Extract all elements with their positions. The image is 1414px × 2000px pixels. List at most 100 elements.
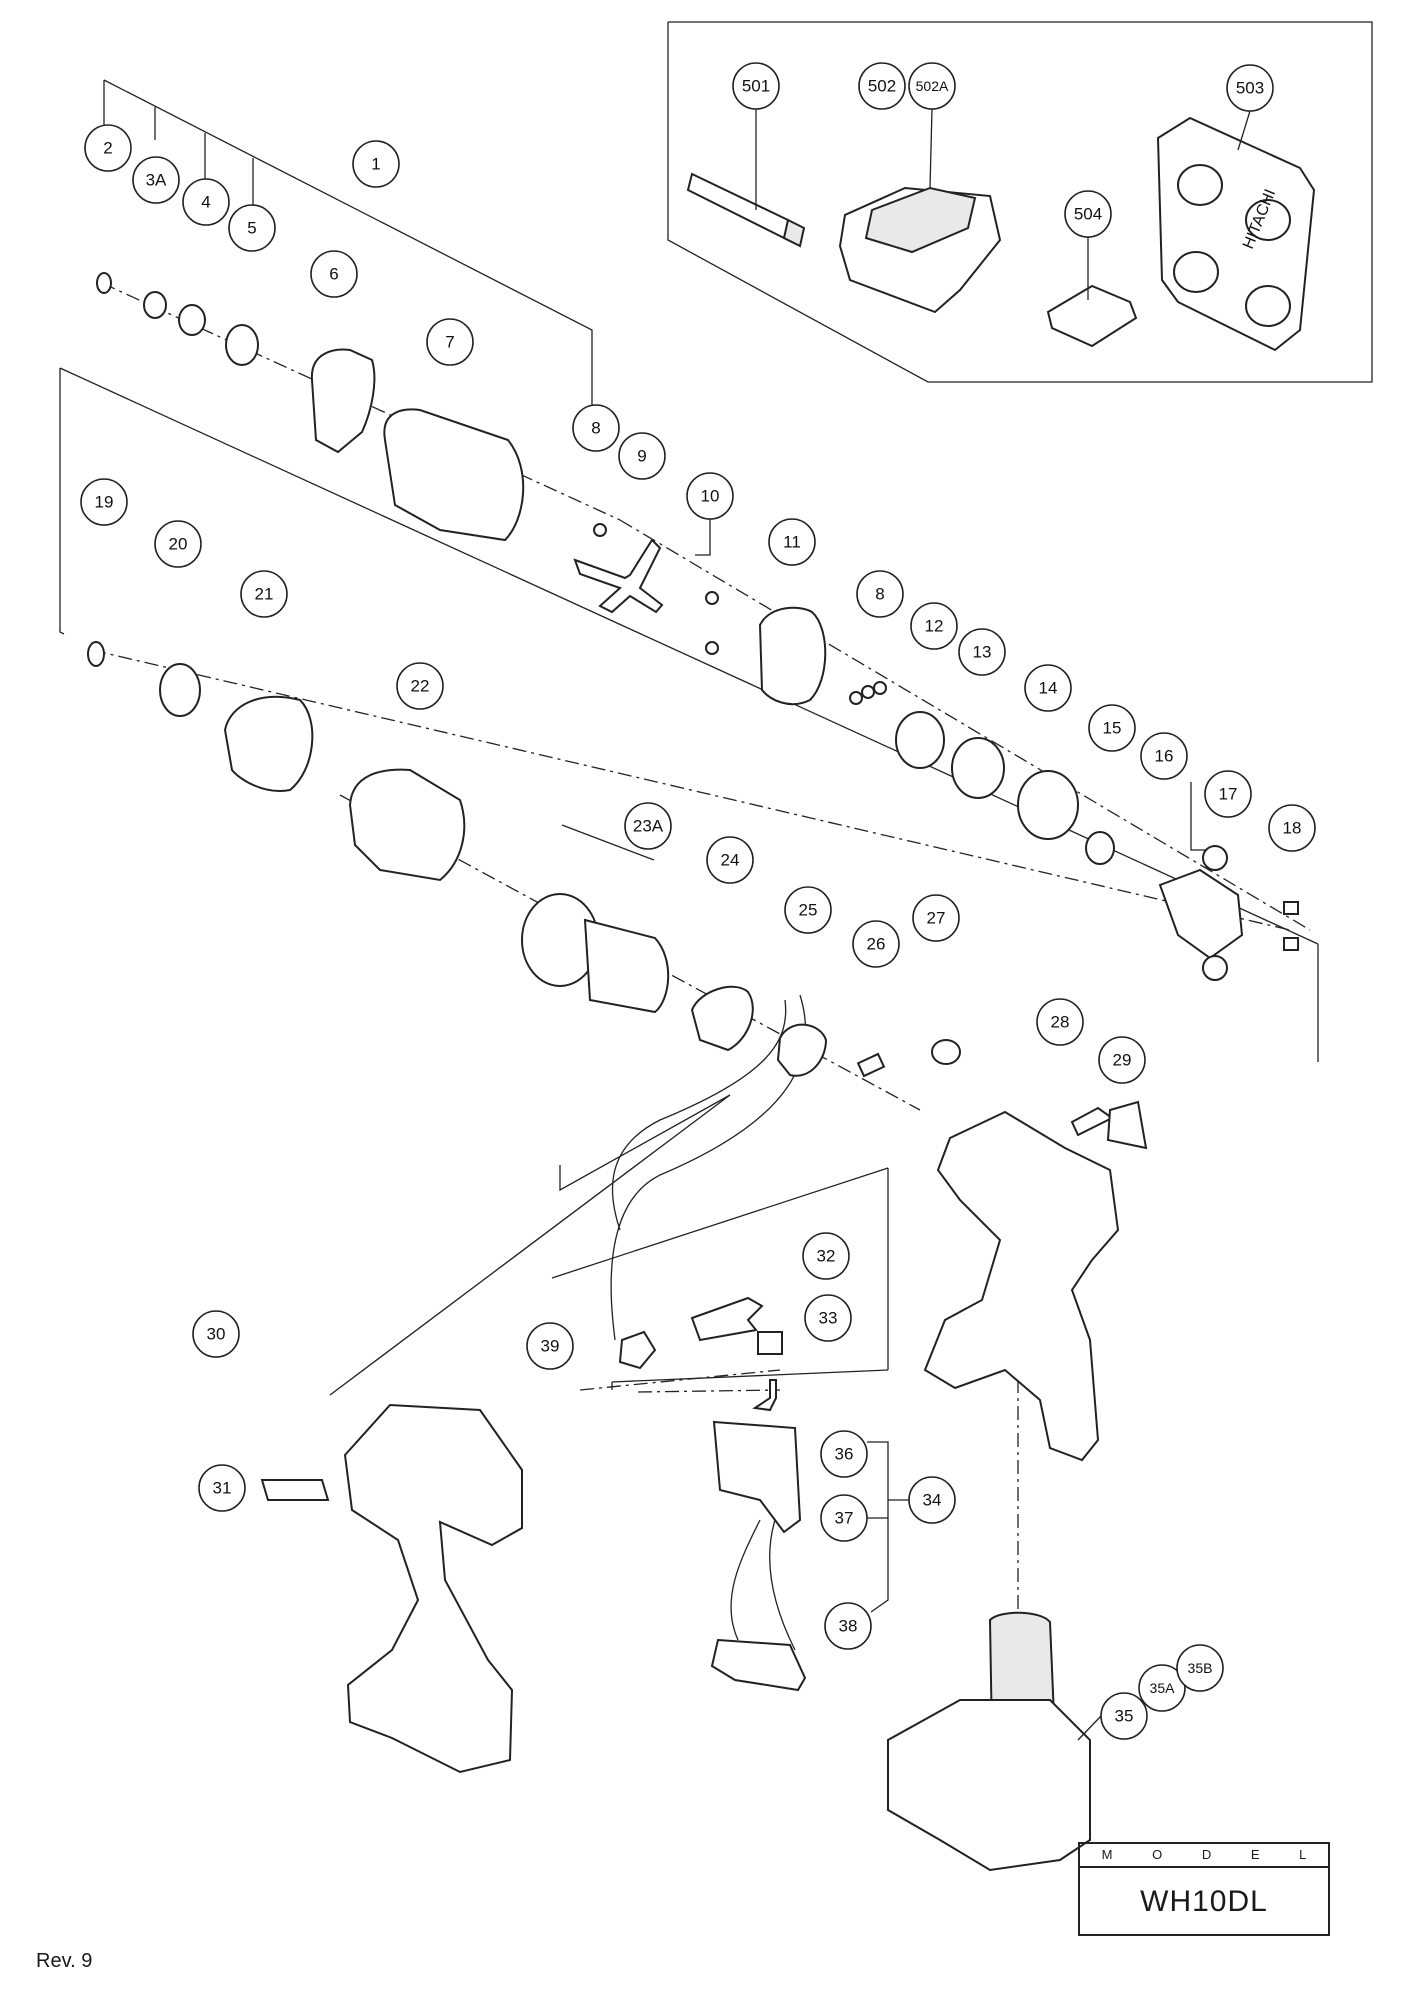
callout-33[interactable]: 33 (804, 1294, 852, 1342)
model-name: WH10DL (1140, 1885, 1268, 1918)
model-title-block: M O D E L WH10DL (1078, 1842, 1330, 1936)
svg-text:14: 14 (1039, 679, 1058, 698)
callout-4[interactable]: 4 (182, 178, 230, 226)
callout-11[interactable]: 11 (768, 518, 816, 566)
svg-text:23A: 23A (633, 817, 664, 836)
callout-38[interactable]: 38 (824, 1602, 872, 1650)
svg-text:1: 1 (371, 155, 380, 174)
svg-text:20: 20 (169, 535, 188, 554)
svg-text:10: 10 (701, 487, 720, 506)
svg-text:12: 12 (925, 617, 944, 636)
callout-502A[interactable]: 502A (908, 62, 956, 110)
callout-35A[interactable]: 35A (1138, 1664, 1186, 1712)
callout-503[interactable]: 503 (1226, 64, 1274, 112)
svg-text:17: 17 (1219, 785, 1238, 804)
svg-text:36: 36 (835, 1445, 854, 1464)
svg-text:7: 7 (445, 333, 454, 352)
svg-text:13: 13 (973, 643, 992, 662)
model-label: M O D E L (1080, 1844, 1328, 1868)
callout-25[interactable]: 25 (784, 886, 832, 934)
callout-22[interactable]: 22 (396, 662, 444, 710)
svg-text:15: 15 (1103, 719, 1122, 738)
callout-504[interactable]: 504 (1064, 190, 1112, 238)
callout-5[interactable]: 5 (228, 204, 276, 252)
callout-32[interactable]: 32 (802, 1232, 850, 1280)
svg-text:29: 29 (1113, 1051, 1132, 1070)
callout-3A[interactable]: 3A (132, 156, 180, 204)
svg-text:28: 28 (1051, 1013, 1070, 1032)
callout-36[interactable]: 36 (820, 1430, 868, 1478)
callout-24[interactable]: 24 (706, 836, 754, 884)
callout-26[interactable]: 26 (852, 920, 900, 968)
callout-20[interactable]: 20 (154, 520, 202, 568)
svg-text:503: 503 (1236, 79, 1264, 98)
callout-9[interactable]: 9 (618, 432, 666, 480)
callout-13[interactable]: 13 (958, 628, 1006, 676)
svg-text:38: 38 (839, 1617, 858, 1636)
callout-10[interactable]: 10 (686, 472, 734, 520)
callout-27[interactable]: 27 (912, 894, 960, 942)
callout-37[interactable]: 37 (820, 1494, 868, 1542)
svg-text:26: 26 (867, 935, 886, 954)
callout-17[interactable]: 17 (1204, 770, 1252, 818)
svg-text:2: 2 (103, 139, 112, 158)
bit-501 (686, 172, 806, 248)
svg-text:9: 9 (637, 447, 646, 466)
callout-30[interactable]: 30 (192, 1310, 240, 1358)
accessories-frame (667, 21, 1373, 383)
svg-text:8: 8 (875, 585, 884, 604)
callout-23A[interactable]: 23A (624, 802, 672, 850)
svg-text:3A: 3A (146, 171, 167, 190)
svg-text:35: 35 (1115, 1707, 1134, 1726)
callout-15[interactable]: 15 (1088, 704, 1136, 752)
svg-text:35B: 35B (1188, 1660, 1213, 1676)
callout-28[interactable]: 28 (1036, 998, 1084, 1046)
callout-12[interactable]: 12 (910, 602, 958, 650)
callout-18[interactable]: 18 (1268, 804, 1316, 852)
callout-39[interactable]: 39 (526, 1322, 574, 1370)
callout-6[interactable]: 6 (310, 250, 358, 298)
svg-text:11: 11 (783, 533, 801, 552)
svg-text:502A: 502A (916, 78, 949, 94)
svg-text:21: 21 (255, 585, 274, 604)
svg-text:35A: 35A (1150, 1680, 1176, 1696)
svg-text:39: 39 (541, 1337, 560, 1356)
svg-text:37: 37 (835, 1509, 854, 1528)
svg-text:504: 504 (1074, 205, 1102, 224)
charger-502 (838, 186, 1002, 314)
callout-8[interactable]: 8 (572, 404, 620, 452)
callout-35[interactable]: 35 (1100, 1692, 1148, 1740)
callout-2[interactable]: 2 (84, 124, 132, 172)
svg-text:18: 18 (1283, 819, 1302, 838)
callout-14[interactable]: 14 (1024, 664, 1072, 712)
svg-text:27: 27 (927, 909, 946, 928)
case-503: HITACHI (1156, 116, 1316, 352)
callout-502[interactable]: 502 (858, 62, 906, 110)
callout-29[interactable]: 29 (1098, 1036, 1146, 1084)
callout-35B[interactable]: 35B (1176, 1644, 1224, 1692)
svg-text:30: 30 (207, 1325, 226, 1344)
svg-text:25: 25 (799, 901, 818, 920)
callout-31[interactable]: 31 (198, 1464, 246, 1512)
callout-34[interactable]: 34 (908, 1476, 956, 1524)
svg-text:5: 5 (247, 219, 256, 238)
svg-text:31: 31 (213, 1479, 232, 1498)
callout-21[interactable]: 21 (240, 570, 288, 618)
callout-1[interactable]: 1 (352, 140, 400, 188)
callout-16[interactable]: 16 (1140, 732, 1188, 780)
callout-8-second[interactable]: 8 (856, 570, 904, 618)
svg-text:16: 16 (1155, 747, 1174, 766)
clip-504 (1046, 284, 1138, 348)
group-brackets (755, 108, 1251, 1741)
callout-19[interactable]: 19 (80, 478, 128, 526)
svg-text:34: 34 (923, 1491, 942, 1510)
svg-text:8: 8 (591, 419, 600, 438)
svg-text:32: 32 (817, 1247, 836, 1266)
svg-text:502: 502 (868, 77, 896, 96)
svg-text:4: 4 (201, 193, 210, 212)
callouts: 501 502 502A 503 504 1 2 3A 4 5 6 7 8 9 … (80, 62, 1316, 1740)
svg-text:19: 19 (95, 493, 114, 512)
callout-501[interactable]: 501 (732, 62, 780, 110)
svg-text:24: 24 (721, 851, 740, 870)
callout-7[interactable]: 7 (426, 318, 474, 366)
